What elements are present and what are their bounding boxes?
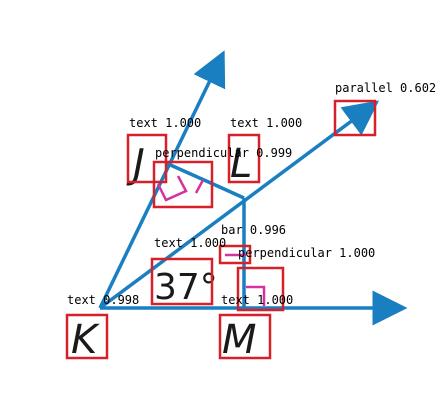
segment-inner-to-ray (212, 182, 245, 200)
label-text-k: text 0.998 (67, 293, 139, 307)
vertex-label-l: L (230, 141, 252, 187)
right-angle-marker-top-tick (194, 179, 205, 194)
box-parallel (333, 99, 377, 137)
box-text-j (126, 133, 168, 184)
label-text-m: text 1.000 (221, 293, 293, 307)
label-text-j: text 1.000 (129, 116, 201, 130)
label-text-37: text 1.000 (154, 236, 226, 250)
box-bar (218, 244, 252, 265)
label-text-l: text 1.000 (230, 116, 302, 130)
detection-boxes (65, 99, 377, 360)
box-text-m (218, 313, 272, 360)
box-text-37 (150, 257, 214, 306)
box-text-k (65, 313, 109, 360)
box-perpendicular-bottom (236, 266, 285, 312)
label-bar: bar 0.996 (221, 223, 286, 237)
segment-j-perp (165, 161, 214, 186)
label-perpendicular-bottom: perpendicular 1.000 (238, 246, 375, 260)
label-parallel: parallel 0.602 (335, 81, 436, 95)
detection-labels: text 1.000 text 1.000 parallel 0.602 per… (67, 81, 436, 307)
ray-k-upper-right (98, 100, 380, 310)
label-perpendicular-top: perpendicular 0.999 (155, 146, 292, 160)
rays (98, 50, 408, 326)
angle-label: 37° (154, 267, 218, 308)
vertex-label-m: M (222, 317, 257, 363)
vertex-label-k: K (71, 317, 100, 363)
box-text-l (227, 133, 261, 184)
right-angle-marker-bottom (246, 285, 266, 306)
right-angle-markers (156, 175, 266, 306)
box-perpendicular-top (152, 160, 214, 209)
right-angle-marker-top (156, 175, 188, 202)
